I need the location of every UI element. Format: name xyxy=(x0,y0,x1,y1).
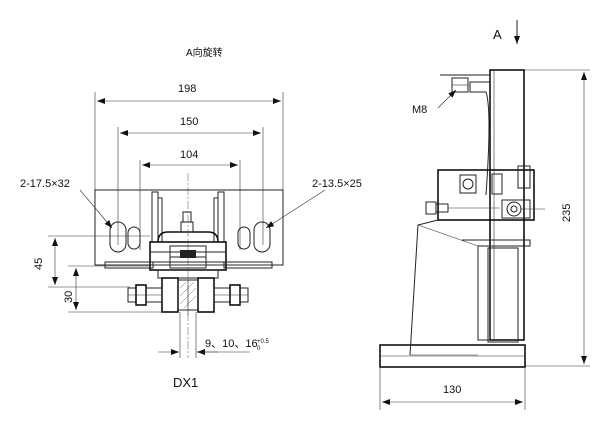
caption-dx1: DX1 xyxy=(173,375,198,390)
dim-198-label: 198 xyxy=(178,83,196,95)
clamp-body xyxy=(425,165,545,221)
dim-30: 30 xyxy=(63,265,162,313)
dim-45-label: 45 xyxy=(33,258,45,270)
left-view: A向旋转 198 150 104 xyxy=(20,46,362,390)
dim-gap: 9、10、16 +0.5 0 xyxy=(158,312,270,358)
guide-arm xyxy=(462,239,531,343)
slot-right-inner xyxy=(237,226,251,250)
support-rib xyxy=(409,219,439,356)
dim-150-label: 150 xyxy=(180,116,198,128)
bolt-label: M8 xyxy=(412,104,427,116)
dim-104-label: 104 xyxy=(180,149,198,161)
slot-right-outer xyxy=(253,221,271,253)
direction-label: A xyxy=(493,27,502,42)
vertical-plate xyxy=(489,69,525,341)
slot-left-inner xyxy=(127,226,141,250)
dim-gap-tol-top: +0.5 xyxy=(257,339,270,345)
dim-gap-label: 9、10、16 xyxy=(205,338,258,350)
dim-130-label: 130 xyxy=(443,384,461,396)
right-view: A 235 M8 xyxy=(379,20,590,410)
dim-30-label: 30 xyxy=(63,291,75,303)
slot-right-label: 2-13.5×25 xyxy=(312,178,362,190)
dim-235: 235 xyxy=(490,69,590,367)
dim-104: 104 xyxy=(139,149,241,250)
bracket-assembly xyxy=(104,191,273,315)
dim-45: 45 xyxy=(33,235,150,288)
dim-gap-tol-bottom: 0 xyxy=(257,346,261,352)
top-bracket: M8 xyxy=(412,74,491,196)
dim-235-label: 235 xyxy=(561,204,573,222)
dim-198: 198 xyxy=(94,83,284,190)
slot-left-label: 2-17.5×32 xyxy=(20,178,70,190)
slot-left-outer xyxy=(109,221,127,253)
view-title: A向旋转 xyxy=(186,46,223,59)
dim-150: 150 xyxy=(117,116,264,245)
dim-130: 130 xyxy=(379,367,526,410)
